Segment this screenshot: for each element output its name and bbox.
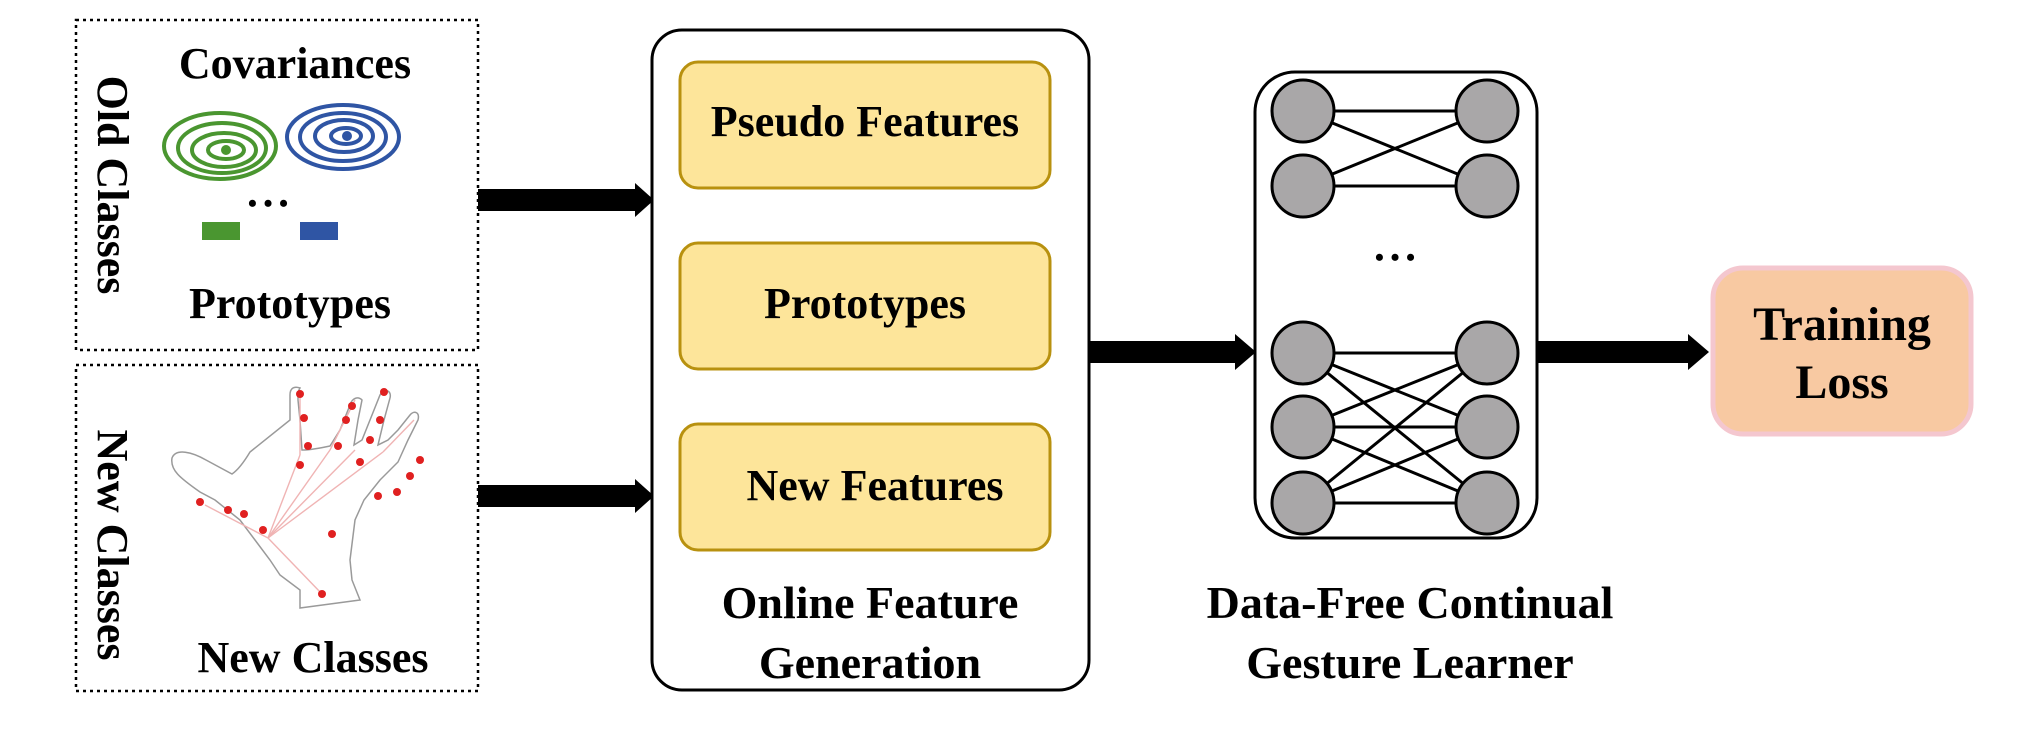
online-feature-generation-panel: Pseudo Features Prototypes New Features … bbox=[650, 28, 1091, 692]
prototypes-label-old: Prototypes bbox=[189, 279, 391, 328]
arrowhead-loss bbox=[1688, 334, 1709, 370]
generation-caption-line1: Online Feature bbox=[722, 577, 1019, 628]
generation-caption-line2: Generation bbox=[759, 637, 981, 688]
covariances-label: Covariances bbox=[179, 39, 411, 88]
old-classes-panel: Old Classes Covariances • • • Prototypes bbox=[74, 18, 480, 352]
new-classes-panel: New Classes New Classes bbox=[74, 363, 480, 693]
green-covariance-icon bbox=[162, 111, 278, 181]
new-features-box bbox=[678, 422, 1052, 552]
arrowhead-learner bbox=[1235, 334, 1256, 370]
network-nodes bbox=[1270, 78, 1520, 536]
arrows-to-generation bbox=[478, 189, 645, 507]
training-loss-box: Training Loss bbox=[1710, 265, 1974, 437]
pseudo-features-box bbox=[678, 60, 1052, 190]
arrowhead-old bbox=[635, 183, 654, 217]
arrowhead-new bbox=[635, 479, 654, 513]
new-classes-side-label: New Classes bbox=[88, 430, 137, 661]
prototypes-label: Prototypes bbox=[764, 279, 966, 328]
new-features-label: New Features bbox=[747, 461, 1004, 510]
prototypes-box bbox=[678, 241, 1052, 371]
green-prototype-icon bbox=[202, 222, 240, 240]
training-loss-line2: Loss bbox=[1795, 356, 1888, 409]
training-loss-line1: Training bbox=[1753, 298, 1931, 351]
new-classes-bottom-label: New Classes bbox=[198, 633, 429, 682]
old-classes-side-label: Old Classes bbox=[88, 76, 137, 295]
hand-keypoints-icon bbox=[171, 386, 424, 609]
learner-caption-line2: Gesture Learner bbox=[1246, 637, 1573, 688]
old-classes-border bbox=[74, 18, 480, 352]
learner-ellipsis: • • • bbox=[1375, 243, 1415, 272]
blue-prototype-icon bbox=[300, 222, 338, 240]
learner-caption-line1: Data-Free Continual bbox=[1207, 577, 1614, 628]
old-classes-ellipsis: • • • bbox=[248, 189, 288, 218]
blue-covariance-icon bbox=[285, 103, 401, 171]
continual-gesture-learner-panel: • • • Data-Free Continual Gesture Learne… bbox=[1207, 70, 1614, 688]
pseudo-features-label: Pseudo Features bbox=[711, 97, 1019, 146]
training-loss-shape bbox=[1710, 265, 1974, 437]
